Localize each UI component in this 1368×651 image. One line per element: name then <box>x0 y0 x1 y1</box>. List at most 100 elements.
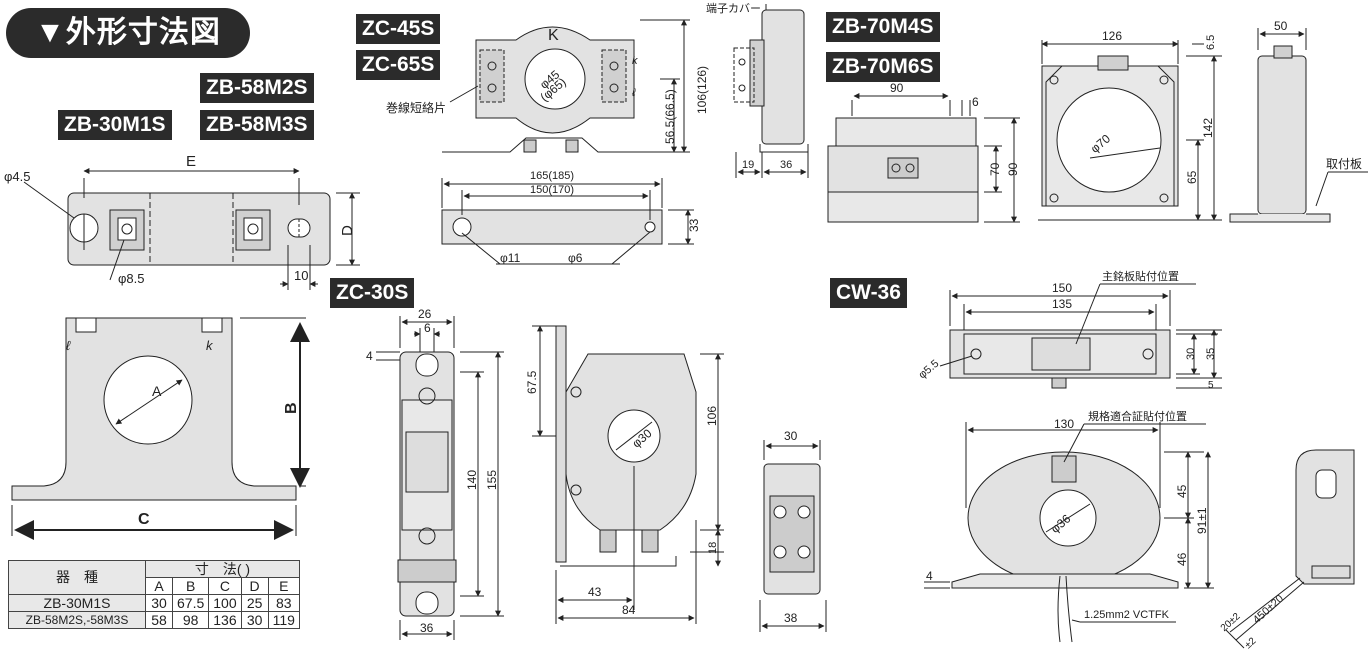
table-cell: 83 <box>267 594 300 612</box>
table-cell: 119 <box>267 611 300 629</box>
dim-zc30-30: 30 <box>784 429 798 443</box>
dim-w165: 165(185) <box>530 170 574 182</box>
dim-phi45: φ4.5 <box>4 169 31 184</box>
cert-pos-label: 規格適合証貼付位置 <box>1088 409 1187 423</box>
table-header-model: 器 種 <box>8 560 146 595</box>
dim-b: B <box>283 402 300 414</box>
table-row: ZB-58M2S,-58M3S 58 98 136 30 119 <box>8 611 300 629</box>
dim-h106-zc: 106(126) <box>695 66 709 114</box>
table-cell: 30 <box>145 594 173 612</box>
dim-zb70-65top: 6.5 <box>1205 35 1217 50</box>
table-cell-model: ZB-58M2S,-58M3S <box>8 611 146 629</box>
zc45-l-small: ℓ <box>631 87 636 99</box>
dim-c: C <box>138 511 150 528</box>
dim-cw36-5: 5 <box>1208 380 1214 391</box>
model-label-zb70m4s: ZB-70M4S <box>826 12 940 42</box>
zc30-side-view <box>376 316 504 640</box>
dim-cw36-35: 35 <box>1205 348 1217 360</box>
table-cell-model: ZB-30M1S <box>8 594 146 612</box>
dim-zc30-18: 18 <box>707 542 719 554</box>
model-label-zb58m3s: ZB-58M3S <box>200 110 314 140</box>
zc45-front-view <box>442 19 690 153</box>
model-label-zc45s: ZC-45S <box>356 14 441 44</box>
dim-zc30-140: 140 <box>465 470 479 490</box>
dim-cw36-46: 46 <box>1175 552 1189 566</box>
cw36-side-view <box>1225 449 1355 649</box>
dim-cover-19: 19 <box>742 159 754 171</box>
dim-cw36-2: ±2 <box>1243 635 1259 651</box>
dim-zc30-26: 26 <box>418 307 432 321</box>
shorting-piece-label: 巻線短絡片 <box>386 100 446 115</box>
dim-zc30-106: 106 <box>705 406 719 426</box>
dim-cw36-130: 130 <box>1054 417 1074 431</box>
table-header-dims: 寸 法( ) <box>145 560 300 578</box>
dim-zc30-155: 155 <box>485 470 499 490</box>
dim-zb70-70: 70 <box>988 162 1002 176</box>
table-col-c: C <box>208 577 242 595</box>
table-col-a: A <box>145 577 173 595</box>
section-title: ▼外形寸法図 <box>6 8 250 58</box>
dim-zb70-90w: 90 <box>890 81 904 95</box>
nameplate-pos-label: 主銘板貼付位置 <box>1102 269 1179 283</box>
zc30-front-view <box>532 325 724 624</box>
dim-phi85: φ8.5 <box>118 271 145 286</box>
dim-h33: 33 <box>687 218 701 232</box>
dim-zb70-6: 6 <box>972 95 979 109</box>
dim-h565-zc: 56.5(66.5) <box>663 89 677 144</box>
cw36-top-view <box>939 283 1222 389</box>
dim-cover-36: 36 <box>780 159 792 171</box>
table-cell: 98 <box>171 611 210 629</box>
dim-cw36-91: 91±1 <box>1195 507 1209 534</box>
dim-cw36-30: 30 <box>1185 348 1197 360</box>
model-label-cw36: CW-36 <box>830 278 907 308</box>
dim-cw36-150: 150 <box>1052 281 1072 295</box>
dim-zc30-43: 43 <box>588 585 602 599</box>
dim-zb70-142: 142 <box>1201 118 1215 138</box>
table-cell: 25 <box>240 594 269 612</box>
cable-label: 1.25mm2 VCTFK <box>1084 609 1170 621</box>
model-label-zc30s: ZC-30S <box>330 278 415 308</box>
dim-cw36-20: 20±2 <box>1219 611 1243 634</box>
terminal-cover-side-view <box>733 4 809 178</box>
dimensions-table: 器 種 寸 法( ) A B C D E ZB-30M1S 30 67.5 10… <box>8 560 300 629</box>
dim-phi6: φ6 <box>568 251 583 265</box>
dim-zc30-84: 84 <box>622 603 636 617</box>
table-row: ZB-30M1S 30 67.5 100 25 83 <box>8 594 300 612</box>
dim-zc30-38: 38 <box>784 611 798 625</box>
zb70-front-view <box>1038 40 1222 221</box>
dim-zc30-675: 67.5 <box>525 370 539 394</box>
dim-10: 10 <box>294 268 308 283</box>
dim-e: E <box>186 153 196 170</box>
table-cell: 67.5 <box>171 594 210 612</box>
dim-zb70-50: 50 <box>1274 19 1288 33</box>
dim-w150: 150(170) <box>530 184 574 196</box>
terminal-cover-label: 端子カバー <box>706 2 761 15</box>
model-label-zb30m1s: ZB-30M1S <box>58 110 172 140</box>
table-cell: 136 <box>208 611 242 629</box>
zc45-top-view <box>441 178 694 265</box>
dim-cw36-135: 135 <box>1052 297 1072 311</box>
terminal-l-label: ℓ <box>66 338 71 353</box>
zc45-k-label: K <box>548 27 559 44</box>
dim-zc30-6: 6 <box>424 321 431 335</box>
zb30-top-view <box>23 168 360 290</box>
dim-cw36-450: 450±20 <box>1251 593 1286 626</box>
cw36-front-view <box>924 422 1214 643</box>
dim-zb70-90h: 90 <box>1006 162 1020 176</box>
table-col-b: B <box>171 577 210 595</box>
mount-plate-label: 取付板 <box>1326 157 1362 171</box>
dim-a: A <box>152 383 162 399</box>
dim-zb70-65: 65 <box>1185 170 1199 184</box>
dim-cw36-phi55: φ5.5 <box>916 358 941 382</box>
zb70-side-view <box>1229 28 1368 223</box>
dim-zc30-4: 4 <box>366 349 373 363</box>
zb70-top-view <box>827 93 1020 223</box>
model-label-zb58m2s: ZB-58M2S <box>200 73 314 103</box>
zc45-k-small: k <box>632 55 638 67</box>
terminal-k-label: k <box>206 338 214 353</box>
table-col-e: E <box>267 577 300 595</box>
dim-d: D <box>339 225 356 236</box>
dim-cw36-45: 45 <box>1175 484 1189 498</box>
zb30-front-view <box>11 317 310 540</box>
